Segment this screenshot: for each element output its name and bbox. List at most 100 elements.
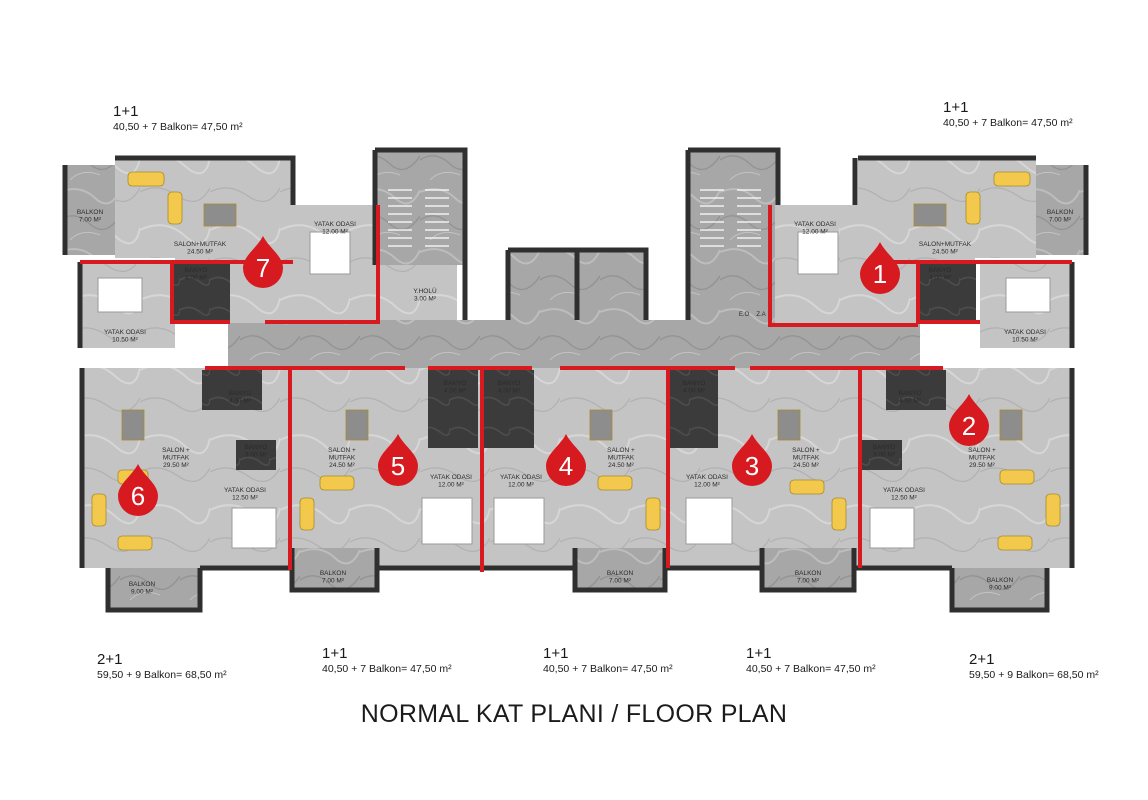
unit-type: 1+1 <box>543 645 569 662</box>
unit-badge-number: 1 <box>873 259 887 289</box>
room-area: 29.50 M² <box>163 462 189 469</box>
room-area: 4.00 M² <box>444 388 467 395</box>
unit-badge: 1 <box>860 242 900 294</box>
room-area: 9.00 M² <box>131 589 154 596</box>
room-area: 9.00 M² <box>989 585 1012 592</box>
unit-type: 1+1 <box>746 645 772 662</box>
room-name: BANYO <box>185 267 208 274</box>
unit-badge: 2 <box>949 394 989 446</box>
unit-area: 40,50 + 7 Balkon= 47,50 m² <box>746 663 876 675</box>
bathroom-4 <box>484 370 534 448</box>
room-area: 4.00 M² <box>229 398 252 405</box>
room-area: 24.50 M² <box>793 462 819 469</box>
unit-label-bottom-3: 1+1 40,50 + 7 Balkon= 47,50 m² <box>543 645 673 676</box>
unit-type: 2+1 <box>97 651 123 668</box>
room-name: MUTFAK <box>163 455 190 462</box>
room-name: BALKON <box>129 581 156 588</box>
unit-badges: 7 1 2 3 4 5 6 <box>118 236 989 516</box>
room-name: YATAK ODASI <box>224 487 266 494</box>
unit-label-top-right: 1+1 40,50 + 7 Balkon= 47,50 m² <box>943 99 1073 130</box>
room-area: 3.00 M² <box>414 296 437 303</box>
room-name: BANYO <box>498 380 521 387</box>
room-name: SALON+MUTFAK <box>174 241 227 248</box>
room-area: 24.50 M² <box>329 462 355 469</box>
beds <box>97 231 1051 549</box>
room-area: 10.50 M² <box>112 337 138 344</box>
room-name: YATAK ODASI <box>430 474 472 481</box>
stair-steps <box>388 189 761 247</box>
room-area: 4.00 M² <box>185 275 208 282</box>
room-name: SALON + <box>162 447 190 454</box>
room-name: SALON + <box>328 447 356 454</box>
room-name: MUTFAK <box>969 455 996 462</box>
plan-title: NORMAL KAT PLANI / FLOOR PLAN <box>360 700 788 728</box>
room-name: YATAK ODASI <box>1004 329 1046 336</box>
room-area: 7.00 M² <box>609 578 632 585</box>
room-area: 4.00 M² <box>929 275 952 282</box>
unit-type: 1+1 <box>113 103 139 120</box>
room-name: BANYO <box>929 267 952 274</box>
room-name: MUTFAK <box>329 455 356 462</box>
room-name: BANYO <box>899 390 922 397</box>
bathroom-6b <box>236 440 276 470</box>
elevator-right <box>578 250 646 320</box>
balcony-6 <box>108 568 200 610</box>
room-name: SALON + <box>607 447 635 454</box>
room-name: BALKON <box>320 570 347 577</box>
room-name: BANYO <box>444 380 467 387</box>
room-area: 4.00 M² <box>498 388 521 395</box>
unit-badge-number: 5 <box>391 451 405 481</box>
room-area: 12.00 M² <box>322 229 348 236</box>
room-area: 12.00 M² <box>438 482 464 489</box>
room-name: BALKON <box>987 577 1014 584</box>
elevator-left <box>508 250 576 320</box>
room-area: 12.00 M² <box>802 229 828 236</box>
room-area: 4.00 M² <box>899 398 922 405</box>
room-area: 12.50 M² <box>891 495 917 502</box>
room-name: MUTFAK <box>608 455 635 462</box>
balcony-7 <box>65 165 115 255</box>
unit-badge: 4 <box>546 434 586 486</box>
room-name: BALKON <box>77 209 104 216</box>
bathroom-5 <box>428 370 478 448</box>
room-area: 12.50 M² <box>232 495 258 502</box>
room-area: 7.00 M² <box>79 217 102 224</box>
balcony-3 <box>762 548 854 590</box>
room-area: 12.00 M² <box>508 482 534 489</box>
room-area: 29.50 M² <box>969 462 995 469</box>
bathroom-6a <box>202 370 262 410</box>
unit-label-bottom-1: 2+1 59,50 + 9 Balkon= 68,50 m² <box>97 651 227 682</box>
room-area: 7.00 M² <box>797 578 820 585</box>
bathroom-7 <box>172 262 230 320</box>
room-area: 10.50 M² <box>1012 337 1038 344</box>
unit-type: 2+1 <box>969 651 995 668</box>
room-name: MUTFAK <box>793 455 820 462</box>
unit-badge-number: 6 <box>131 481 145 511</box>
unit-badge-number: 7 <box>256 253 270 283</box>
room-name: BALKON <box>795 570 822 577</box>
unit-label-bottom-4: 1+1 40,50 + 7 Balkon= 47,50 m² <box>746 645 876 676</box>
room-area: 24.50 M² <box>932 249 958 256</box>
unit-area: 59,50 + 9 Balkon= 68,50 m² <box>969 669 1099 681</box>
